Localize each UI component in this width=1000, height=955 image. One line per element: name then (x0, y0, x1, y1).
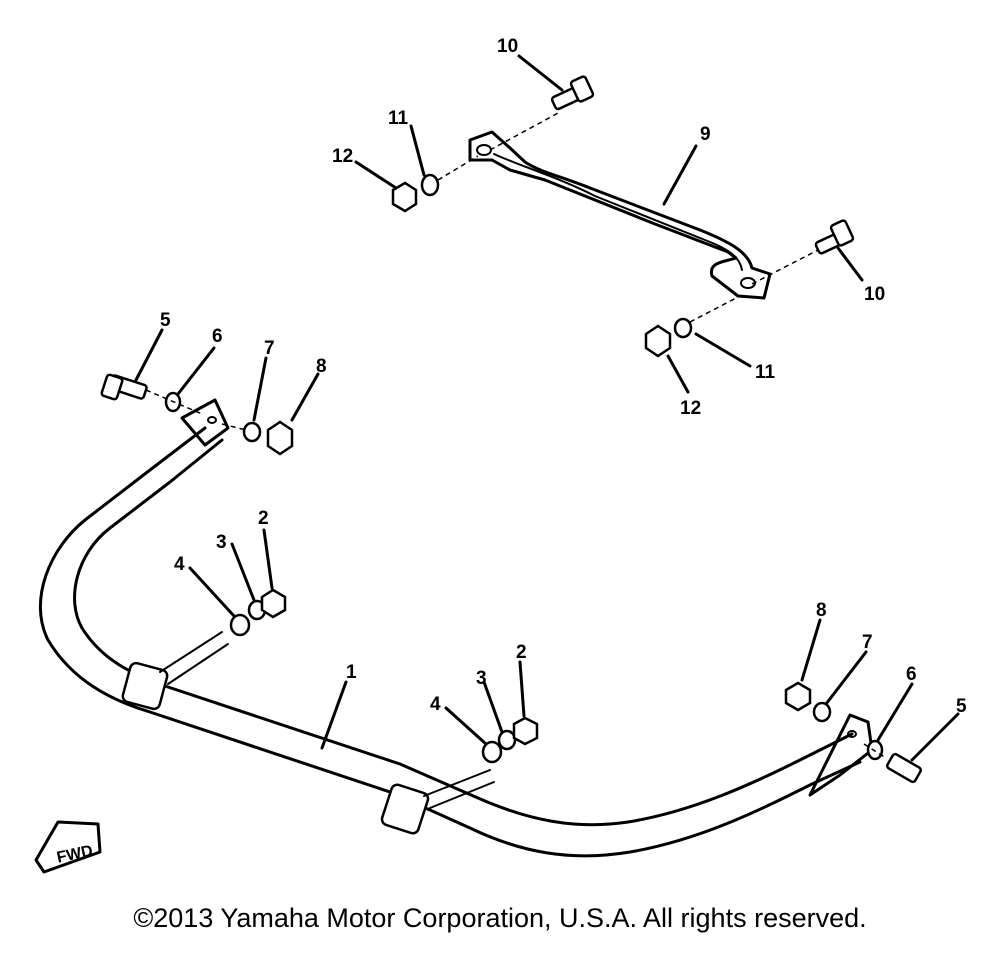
hardware-left-stud (229, 588, 287, 637)
callout-1: 1 (346, 662, 357, 683)
callout-5-left: 5 (160, 310, 171, 331)
hardware-upper (391, 173, 693, 358)
callout-5-right: 5 (956, 696, 967, 717)
callout-11-top: 11 (388, 108, 409, 129)
callout-7-right: 7 (862, 632, 873, 653)
callout-10-right: 10 (864, 284, 885, 305)
callout-8-right: 8 (816, 600, 827, 621)
hardware-left-end (100, 373, 294, 456)
callout-12-top: 12 (332, 146, 353, 167)
callout-6-right: 6 (906, 664, 917, 685)
bolt-10-right (814, 219, 855, 255)
parts-diagram: 10 11 12 9 10 11 12 5 6 7 8 2 3 4 1 2 3 … (34, 36, 967, 874)
upper-bracket (468, 130, 772, 300)
callout-2-left: 2 (258, 508, 269, 529)
callout-3-right: 3 (476, 668, 487, 689)
callout-4-left: 4 (174, 554, 185, 575)
callout-2-right: 2 (516, 642, 527, 663)
callout-6-left: 6 (212, 326, 223, 347)
copyright-notice: ©2013 Yamaha Motor Corporation, U.S.A. A… (133, 903, 867, 933)
callout-4-right: 4 (430, 694, 441, 715)
callout-labels: 10 11 12 9 10 11 12 5 6 7 8 2 3 4 1 2 3 … (160, 36, 967, 717)
callout-3-left: 3 (216, 532, 227, 553)
hardware-right-stud (481, 716, 539, 764)
callout-11-right: 11 (755, 362, 776, 383)
callout-8-left: 8 (316, 356, 327, 377)
hardware-right-end (784, 681, 923, 784)
callout-9: 9 (700, 124, 711, 145)
fwd-label: FWD (55, 842, 94, 866)
leader-lines (134, 54, 960, 762)
bolt-10-top (550, 75, 595, 111)
fwd-arrow-icon: FWD (34, 820, 102, 874)
callout-12-right: 12 (680, 398, 701, 419)
callout-10-top: 10 (497, 36, 518, 57)
main-guard-bar (39, 398, 874, 858)
assembly-lines (145, 111, 887, 759)
callout-7-left: 7 (264, 338, 275, 359)
